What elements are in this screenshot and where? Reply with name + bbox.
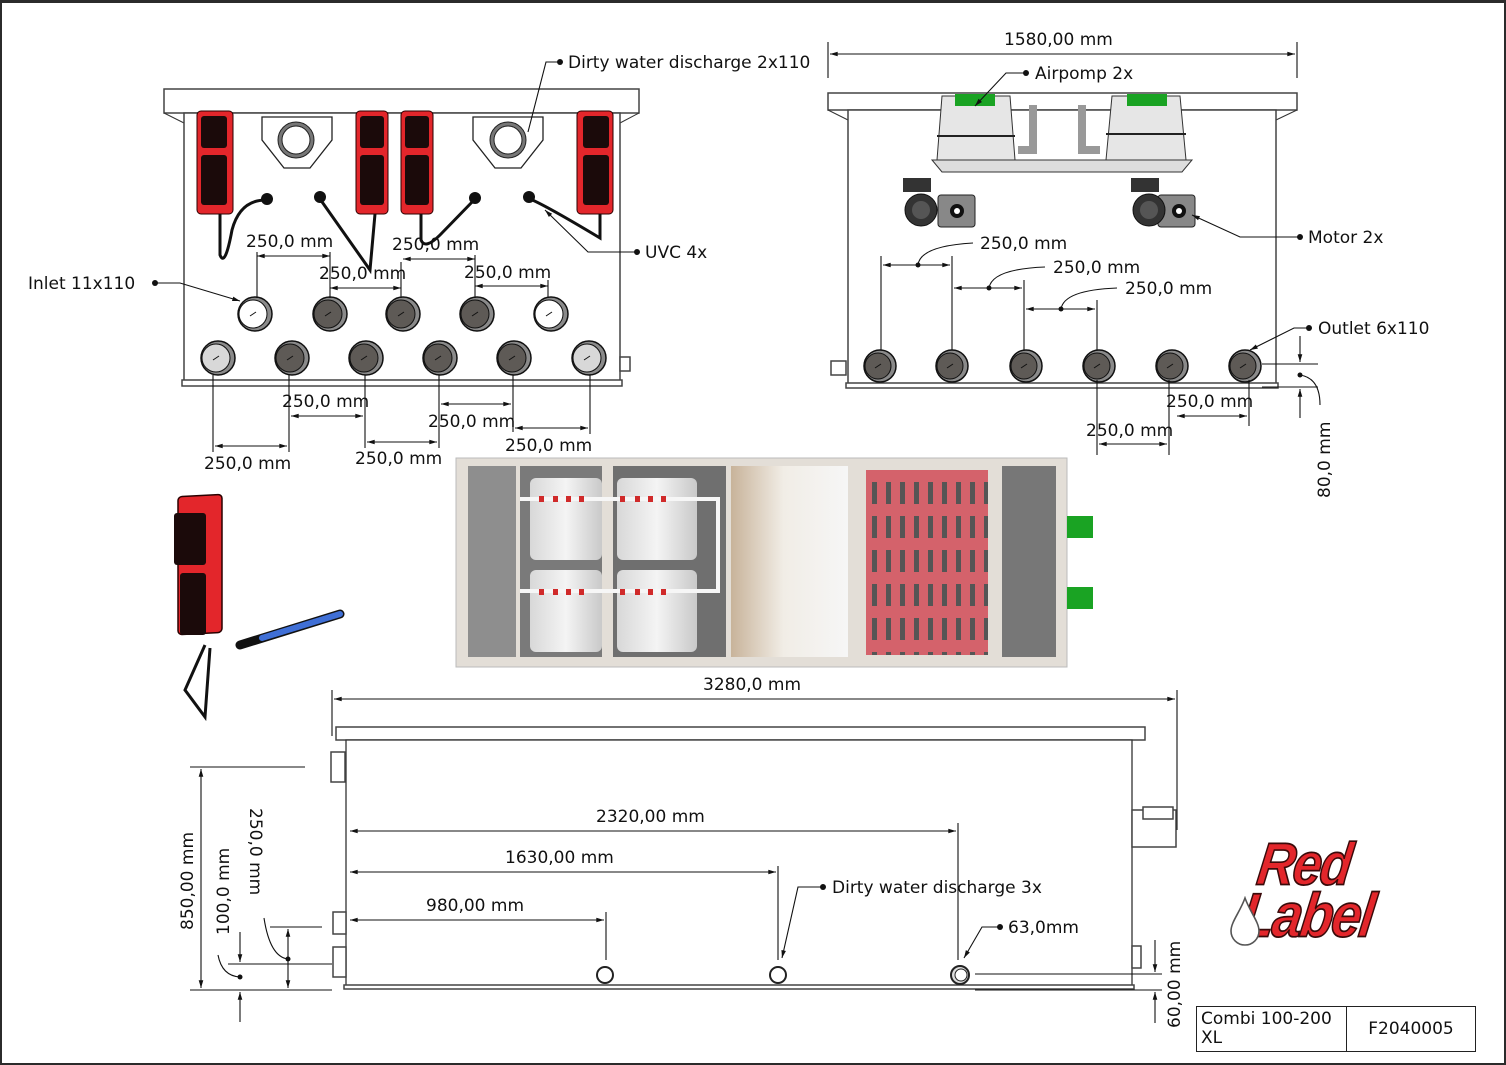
- dim-front-lower-5: 250,0 mm: [505, 436, 592, 456]
- dim-side-length: 3280,0 mm: [703, 675, 801, 695]
- discharge-flange: [261, 116, 333, 169]
- dim-front-lower-1: 250,0 mm: [204, 454, 291, 474]
- dim-front-upper-3: 250,0 mm: [392, 235, 479, 255]
- label-motor: Motor 2x: [1308, 228, 1383, 248]
- front-view: 250,0 mm 250,0 mm 250,0 mm 250,0 mm 250,…: [28, 53, 810, 474]
- title-block-drawing-number: F2040005: [1368, 1019, 1454, 1039]
- pipe-opening: [274, 340, 310, 376]
- label-airpomp: Airpomp 2x: [1035, 64, 1133, 84]
- discharge-port: [596, 966, 614, 984]
- drawing-sheet: 250,0 mm 250,0 mm 250,0 mm 250,0 mm 250,…: [2, 3, 1504, 1063]
- side-view: 3280,0 mm 2320,00 mm 1630,00 mm 980,00 m…: [178, 675, 1185, 1028]
- motor: [1131, 178, 1196, 228]
- title-block: Combi 100-200 XL F2040005: [1196, 1006, 1476, 1052]
- dim-side-100: 100,0 mm: [214, 848, 234, 935]
- pipe-opening: [571, 340, 607, 376]
- dim-front-upper-4: 250,0 mm: [464, 263, 551, 283]
- top-view-render: [455, 457, 1093, 668]
- pipe-opening: [237, 296, 273, 332]
- dim-side-980: 980,00 mm: [426, 896, 524, 916]
- discharge-port: [769, 966, 787, 984]
- pipe-opening: [496, 340, 532, 376]
- pipe-opening: [935, 349, 969, 383]
- dim-front-upper-2: 250,0 mm: [319, 264, 406, 284]
- dim-rear-lower-2: 250,0 mm: [1086, 421, 1173, 441]
- dim-front-lower-3: 250,0 mm: [355, 449, 442, 469]
- uvc-unit: [400, 110, 434, 215]
- dim-front-lower-2: 250,0 mm: [282, 392, 369, 412]
- uvc-unit: [196, 110, 234, 215]
- dim-rear-upper-3: 250,0 mm: [1125, 279, 1212, 299]
- pipe-opening: [312, 296, 348, 332]
- pipe-opening: [1082, 349, 1116, 383]
- airpump: [1105, 94, 1187, 161]
- pipe-opening: [200, 340, 236, 376]
- dim-rear-upper-2: 250,0 mm: [1053, 258, 1140, 278]
- dim-side-2320: 2320,00 mm: [596, 807, 705, 827]
- label-uvc: UVC 4x: [645, 243, 707, 263]
- dim-front-lower-4: 250,0 mm: [428, 412, 515, 432]
- water-drop-icon: [1230, 896, 1260, 946]
- label-diameter: 63,0mm: [1008, 918, 1079, 938]
- dim-rear-width: 1580,00 mm: [1004, 30, 1113, 50]
- discharge-flange: [472, 116, 544, 169]
- title-block-model: Combi 100-200 XL: [1197, 1007, 1347, 1051]
- pipe-opening: [863, 349, 897, 383]
- rear-view: 1580,00 mm: [827, 30, 1429, 498]
- technical-drawing: 250,0 mm 250,0 mm 250,0 mm 250,0 mm 250,…: [28, 30, 1429, 1028]
- label-inlet: Inlet 11x110: [28, 274, 135, 294]
- dim-side-60: 60,00 mm: [1165, 941, 1185, 1028]
- pipe-opening: [533, 296, 569, 332]
- uvc-unit: [355, 110, 389, 215]
- dim-rear-upper-1: 250,0 mm: [980, 234, 1067, 254]
- dim-rear-outlet-height: 80,0 mm: [1315, 422, 1335, 498]
- uvc-unit: [576, 110, 614, 215]
- dim-rear-lower-1: 250,0 mm: [1166, 392, 1253, 412]
- motor: [903, 178, 976, 228]
- pipe-opening: [1009, 349, 1043, 383]
- dim-side-250: 250,0 mm: [245, 808, 265, 895]
- pipe-opening: [422, 340, 458, 376]
- pipe-opening: [385, 296, 421, 332]
- dim-side-1630: 1630,00 mm: [505, 848, 614, 868]
- dim-side-height: 850,00 mm: [178, 832, 198, 930]
- discharge-port: [950, 965, 970, 985]
- pipe-opening: [348, 340, 384, 376]
- label-dirty-water-discharge-3x: Dirty water discharge 3x: [832, 878, 1042, 898]
- inlet-row-bottom: [200, 340, 607, 376]
- label-outlet: Outlet 6x110: [1318, 319, 1429, 339]
- label-dirty-water-discharge-2x: Dirty water discharge 2x110: [568, 53, 810, 73]
- pipe-opening: [1155, 349, 1189, 383]
- dim-front-upper-1: 250,0 mm: [246, 232, 333, 252]
- pipe-opening: [1228, 349, 1262, 383]
- airpump: [936, 94, 1016, 161]
- outlet-row: [863, 349, 1262, 383]
- brand-logo: Red Label: [1228, 831, 1438, 951]
- uvc-detail: [174, 493, 345, 722]
- pipe-opening: [459, 296, 495, 332]
- inlet-row-top: [237, 296, 569, 332]
